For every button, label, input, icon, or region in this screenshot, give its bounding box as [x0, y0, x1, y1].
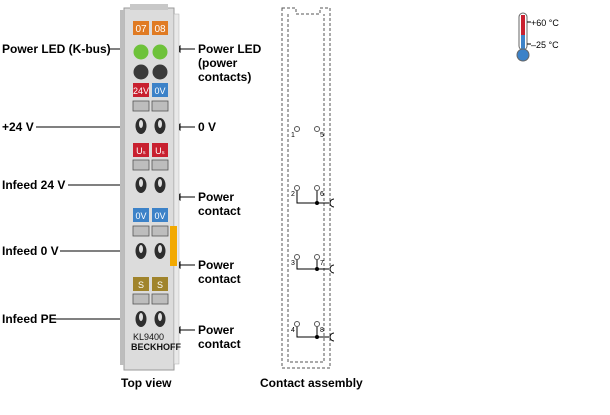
contact-junction-dots [315, 201, 319, 339]
power-led-green-right [152, 44, 168, 60]
contact-num-5: 5 [320, 132, 324, 139]
label-infeed-pe: Infeed PE [2, 312, 57, 326]
terminal-block: 07 08 24V 0V Uₛ Uₛ 0V 0V S S [120, 4, 181, 371]
led-text-07: 07 [135, 24, 147, 35]
wire-hole-highlights [139, 120, 162, 321]
label-power-contact-2: Power contact [198, 258, 241, 286]
yellow-marker [170, 226, 177, 266]
tag-0v-right-text: 0V [154, 211, 165, 221]
tag-0v-top [152, 83, 168, 97]
tag-0v-right [152, 208, 168, 222]
spring-clamp-slots [132, 100, 169, 305]
terminal-left-rail [120, 10, 124, 365]
tag-0v-top-text: 0V [154, 86, 165, 96]
power-led-green-left [133, 44, 149, 60]
caption-top-view: Top view [121, 376, 172, 390]
label-power-led-kbus: Power LED (K-bus) [2, 42, 111, 56]
temp-min-label: –25 °C [531, 40, 559, 50]
temp-max-label: +60 °C [531, 18, 559, 28]
contact-num-4: 4 [291, 327, 295, 334]
label-plus-24v: +24 V [2, 120, 34, 134]
model-text: KL9400 [133, 332, 164, 342]
tag-us-right [152, 143, 168, 157]
contact-num-8: 8 [320, 327, 324, 334]
leader-lines-left [36, 45, 132, 323]
contact-num-7: 7 [320, 260, 324, 267]
tag-24v-text: 24V [133, 86, 149, 96]
tag-us-left-text: Uₛ [136, 146, 146, 156]
tag-us-left [133, 143, 149, 157]
brand-text: BECKHOFF [131, 342, 181, 352]
label-power-contact-1: Power contact [198, 190, 241, 218]
contact-assembly-inner [287, 14, 325, 363]
tag-s-right [152, 277, 168, 291]
tag-us-right-text: Uₛ [155, 146, 165, 156]
tag-s-left-text: S [138, 280, 144, 290]
caption-contact-assembly: Contact assembly [260, 376, 363, 390]
contact-assembly-outline [281, 7, 331, 369]
tag-s-right-text: S [157, 280, 163, 290]
terminal-housing [123, 7, 175, 371]
label-infeed-0v: Infeed 0 V [2, 244, 59, 258]
contact-assembly [281, 7, 335, 369]
power-led-dark-right [152, 64, 168, 80]
label-zero-v: 0 V [198, 120, 217, 134]
led-label-08 [152, 21, 168, 35]
power-led-dark-left [133, 64, 149, 80]
terminal-right-rail [173, 13, 180, 365]
contact-num-1: 1 [291, 132, 295, 139]
contact-numbers: 1 5 2 6 3 7 4 8 [291, 132, 324, 334]
label-power-contact-3: Power contact [198, 323, 241, 351]
label-power-led-contacts: Power LED (power contacts) [198, 42, 262, 84]
tag-0v-left-text: 0V [135, 211, 146, 221]
contact-num-3: 3 [291, 260, 295, 267]
terminal-top-latch [130, 4, 168, 10]
contact-num-2: 2 [291, 191, 295, 198]
tag-24v [133, 83, 149, 97]
led-label-07 [133, 21, 149, 35]
thermometer-icon [516, 12, 531, 62]
tag-0v-left [133, 208, 149, 222]
label-infeed-24v: Infeed 24 V [2, 178, 66, 192]
tag-s-left [133, 277, 149, 291]
contact-num-6: 6 [320, 191, 324, 198]
led-text-08: 08 [154, 24, 166, 35]
